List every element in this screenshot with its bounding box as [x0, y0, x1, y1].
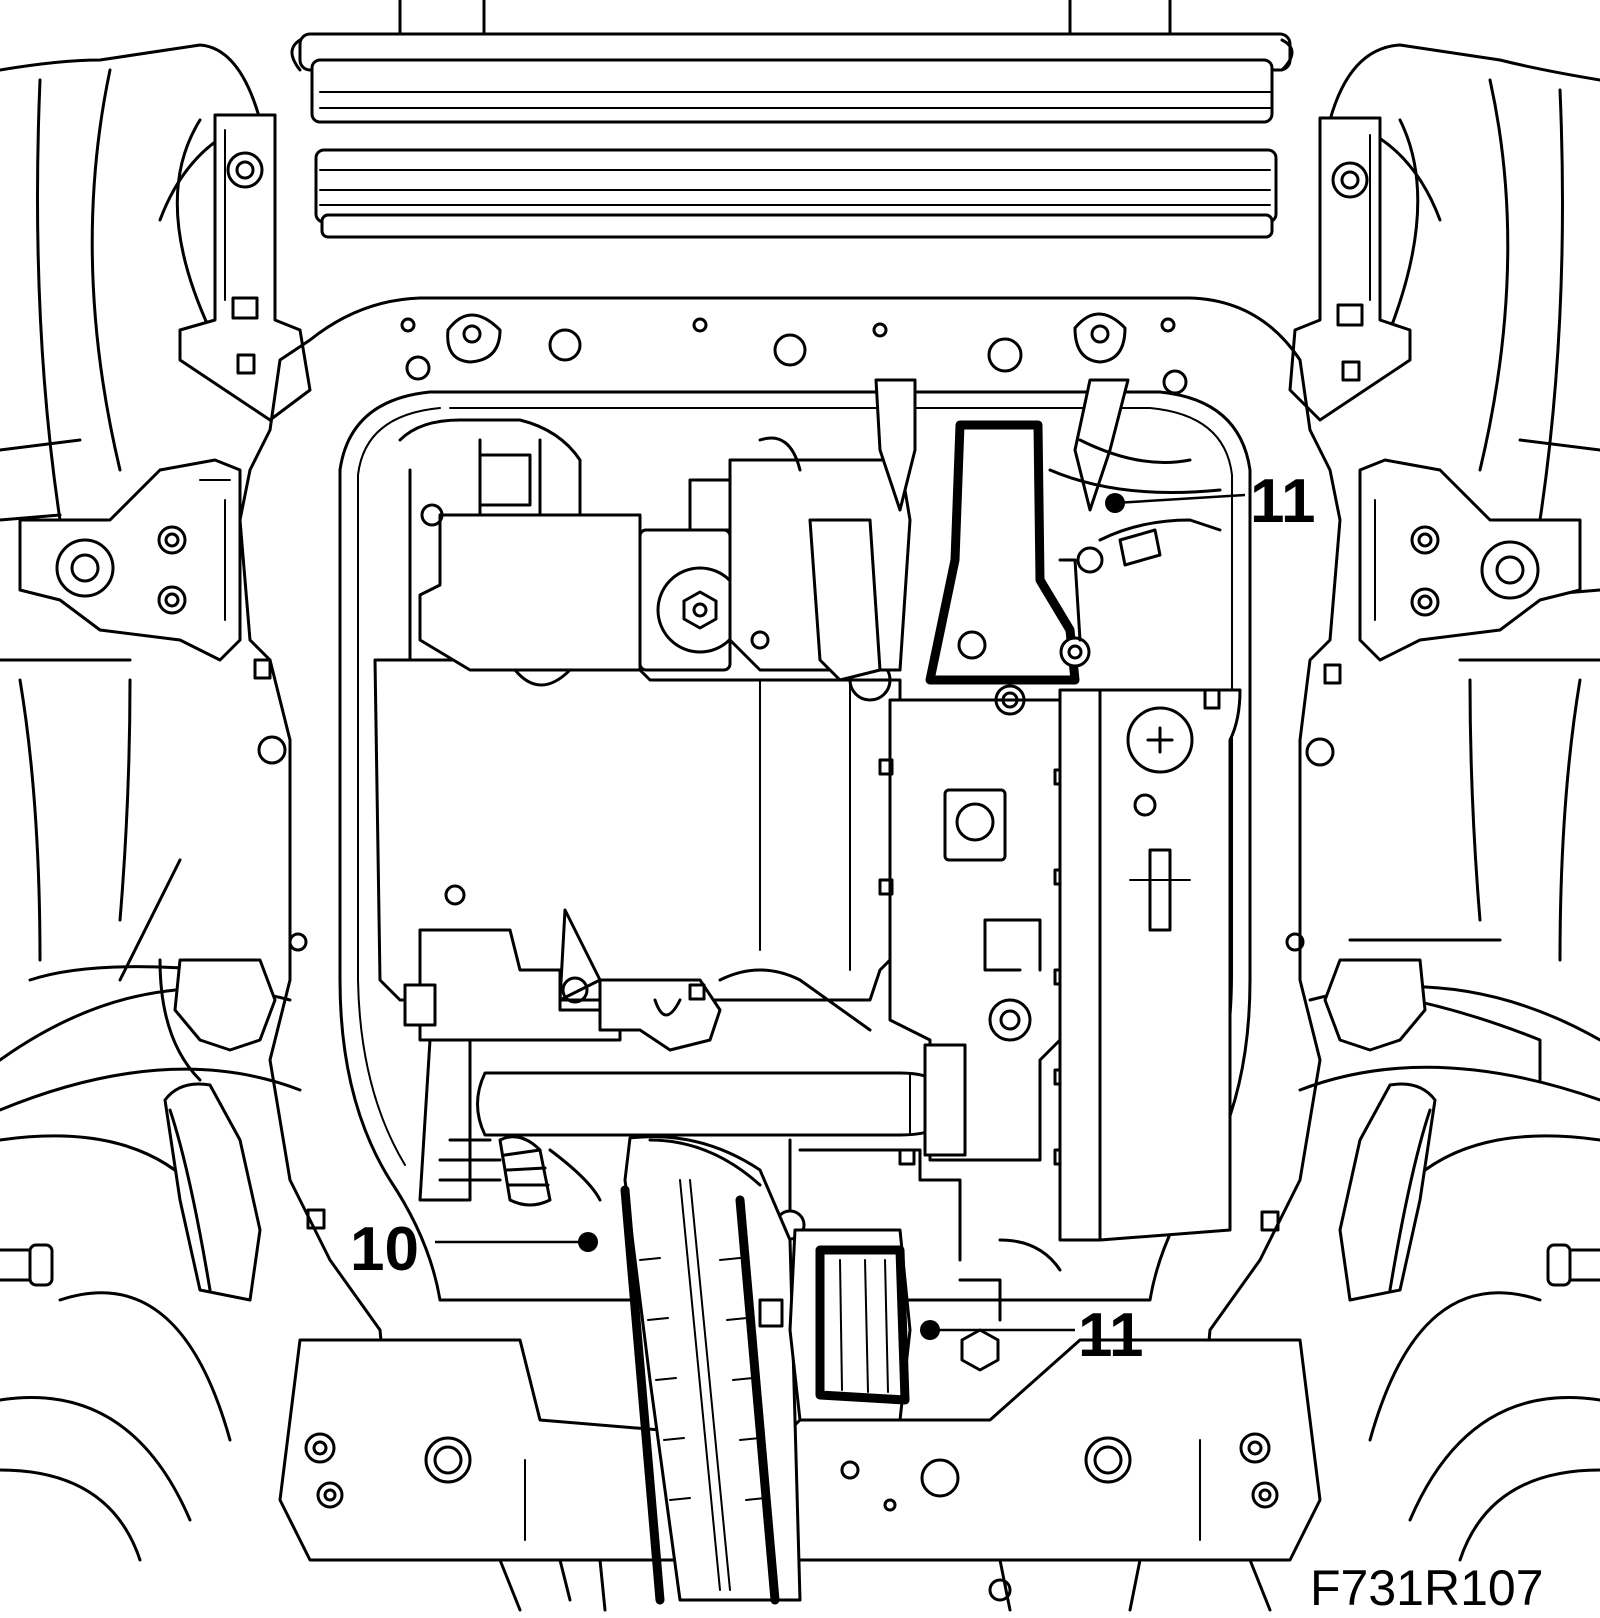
callout-11-lower-dot — [920, 1320, 940, 1340]
right-lower-arm — [1323, 958, 1437, 1302]
drive-shaft — [620, 1135, 802, 1605]
callout-11-lower: 11 — [920, 1301, 1144, 1370]
left-lower-arm — [163, 958, 277, 1302]
rear-cross-member — [278, 1338, 1322, 1612]
radiator — [290, 0, 1294, 239]
callout-11-lower-label: 11 — [1078, 1301, 1144, 1370]
right-mount-bracket — [1288, 116, 1412, 422]
right-arm-pivot — [1358, 458, 1582, 662]
left-arm-pivot — [18, 458, 242, 662]
figure-id: F731R107 — [1310, 1560, 1544, 1616]
callout-10-dot — [578, 1232, 598, 1252]
callout-10-label: 10 — [350, 1215, 419, 1284]
callout-11-upper-dot — [1105, 493, 1125, 513]
torque-rod-upper — [874, 378, 1222, 685]
callout-10: 10 — [350, 1215, 598, 1284]
subframe — [238, 296, 1342, 1562]
left-mount-bracket — [178, 113, 312, 422]
engine-assembly — [373, 418, 1242, 1372]
callout-11-upper-label: 11 — [1250, 467, 1316, 536]
callout-11-upper: 11 — [1105, 467, 1316, 536]
rear-rubber-mount — [788, 1228, 912, 1422]
